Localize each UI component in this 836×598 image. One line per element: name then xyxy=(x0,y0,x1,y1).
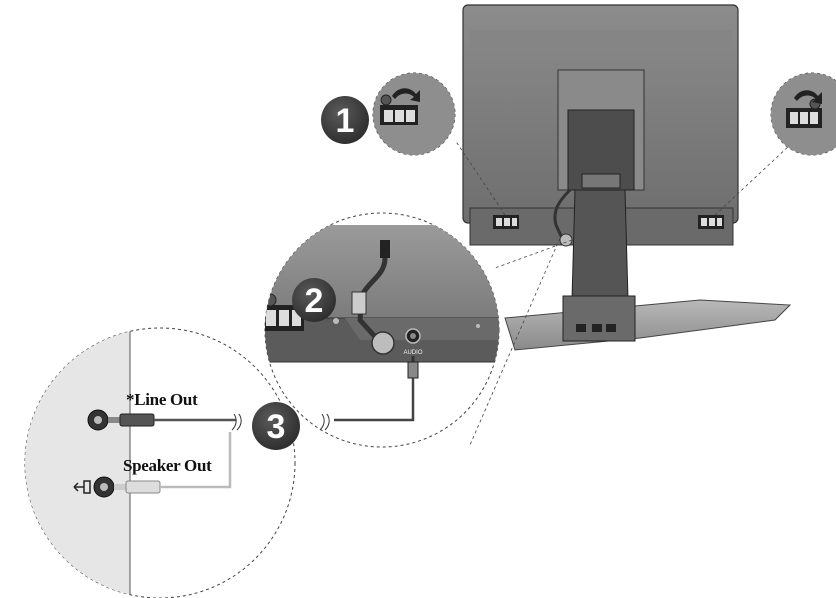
stand-foot xyxy=(563,296,635,341)
step-3-badge: 3 xyxy=(252,402,300,450)
step-3-number: 3 xyxy=(267,408,286,446)
cable-clip xyxy=(582,174,620,188)
monitor-plug-zoom xyxy=(372,332,394,354)
detail-circle-2: AUDIO xyxy=(262,213,500,447)
usb-port-2 xyxy=(592,324,602,332)
detail-circle-1 xyxy=(370,70,460,160)
step-2-number: 2 xyxy=(305,282,324,320)
detail-circle-pc: *Line Out Speaker Out xyxy=(20,320,295,598)
step-1-badge: 1 xyxy=(321,96,369,144)
line-out-label: *Line Out xyxy=(126,390,198,409)
audio-plug-zoom xyxy=(408,362,418,378)
audio-port-label: AUDIO xyxy=(403,350,422,356)
line-out-plug xyxy=(108,417,120,423)
usb-port-1 xyxy=(576,324,586,332)
monitor-back xyxy=(455,5,790,445)
step-2-badge: 2 xyxy=(292,278,336,322)
stand-arm xyxy=(572,190,628,300)
monitor-audio-plug xyxy=(560,234,572,246)
stand-base xyxy=(505,300,790,350)
hinge-right xyxy=(698,215,724,229)
hinge-left xyxy=(493,215,519,229)
usb-port-3 xyxy=(606,324,616,332)
speaker-out-plug xyxy=(114,484,126,490)
monitor-top-band xyxy=(470,30,732,48)
speaker-out-label: Speaker Out xyxy=(123,456,212,475)
step-1-number: 1 xyxy=(336,102,355,140)
ferrite-core xyxy=(352,292,366,314)
detail-circle-1b xyxy=(770,70,836,160)
